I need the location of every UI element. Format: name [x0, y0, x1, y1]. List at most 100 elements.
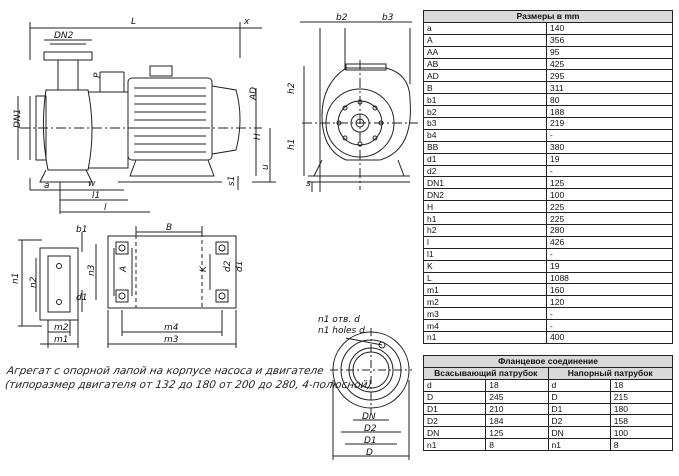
- label-n3: n3: [87, 264, 97, 276]
- dimension-row: l1-: [423, 247, 673, 261]
- dimension-value: 280: [546, 224, 673, 237]
- flange-value: 245: [485, 390, 549, 404]
- side-view: [17, 22, 276, 214]
- dimension-value: 19: [546, 152, 673, 166]
- dimension-row: b4-: [423, 128, 673, 142]
- dimension-name: b1: [423, 93, 547, 107]
- flange-detail: [330, 328, 412, 460]
- flange-value: 125: [485, 426, 549, 440]
- pump-foot-plan: [18, 232, 83, 348]
- flange-param: d: [422, 378, 487, 392]
- flange-value: 100: [609, 426, 674, 440]
- dimension-value: 356: [546, 33, 673, 47]
- dimension-value: 160: [546, 283, 673, 297]
- dimension-value: -: [546, 319, 673, 333]
- dimension-name: h1: [423, 212, 547, 226]
- dimension-value: -: [546, 164, 673, 178]
- dimension-name: B: [423, 81, 547, 95]
- label-h2: h2: [287, 82, 297, 94]
- label-n2: n2: [29, 276, 39, 288]
- dimension-value: 311: [546, 81, 673, 95]
- discharge-header: Напорный патрубок: [547, 366, 673, 380]
- dimension-value: 225: [546, 200, 673, 214]
- dimension-name: AD: [423, 69, 547, 83]
- label-m4: m4: [164, 323, 179, 333]
- label-a: a: [44, 181, 50, 191]
- dimension-value: 125: [546, 176, 673, 190]
- label-D: D: [366, 448, 373, 458]
- label-m1: m1: [54, 335, 69, 345]
- motor-foot-plan: [95, 226, 237, 348]
- dimension-value: -: [546, 307, 673, 321]
- drawing-caption: Агрегат с опорной лапой на корпусе насос…: [4, 364, 372, 392]
- flange-value: 8: [485, 438, 549, 452]
- dimension-value: 219: [546, 117, 673, 130]
- dimension-name: m2: [423, 295, 547, 309]
- label-u: u: [261, 164, 271, 170]
- dimension-name: h2: [423, 224, 547, 237]
- dimension-name: m1: [423, 283, 547, 297]
- flange-value: 18: [609, 378, 674, 392]
- label-n1: n1: [11, 273, 21, 284]
- flange-param: D1: [547, 402, 611, 416]
- dimension-value: 100: [546, 188, 673, 202]
- label-w: w: [88, 179, 96, 189]
- dimension-name: AA: [423, 45, 547, 59]
- label-holes-ru: n1 отв. d: [318, 315, 360, 325]
- label-AD: AD: [249, 87, 259, 101]
- dimension-name: H: [423, 200, 547, 214]
- label-b1: b1: [76, 225, 87, 235]
- dimension-name: A: [423, 33, 547, 47]
- dimension-name: l1: [423, 247, 547, 261]
- dimension-row: d2-: [423, 164, 673, 178]
- label-m2: m2: [54, 323, 69, 333]
- label-l: l: [104, 203, 107, 213]
- label-D1: D1: [364, 436, 377, 446]
- dimension-name: b2: [423, 105, 547, 119]
- label-H: H: [253, 133, 263, 140]
- flange-value: 18: [485, 378, 549, 392]
- dimension-name: m3: [423, 307, 547, 321]
- dimension-name: a: [423, 21, 547, 35]
- flange-value: 215: [609, 390, 674, 404]
- dimension-name: d1: [423, 152, 547, 166]
- flange-param: n1: [422, 438, 487, 452]
- dimension-value: 188: [546, 105, 673, 119]
- label-L: L: [131, 17, 136, 27]
- label-DN: DN: [362, 412, 376, 422]
- label-s: s: [306, 179, 311, 189]
- dimension-value: -: [546, 247, 673, 261]
- label-l1: l1: [92, 191, 100, 201]
- label-d1-left: d1: [76, 293, 87, 303]
- dimension-value: 80: [546, 93, 673, 107]
- flange-value: 184: [485, 414, 549, 428]
- flange-param: DN: [547, 426, 611, 440]
- label-K: K: [199, 265, 209, 272]
- label-DN1: DN1: [13, 109, 23, 128]
- dimension-value: 140: [546, 21, 673, 35]
- flange-param: D2: [547, 414, 611, 428]
- dimension-value: 95: [546, 45, 673, 59]
- dimension-name: BB: [423, 140, 547, 154]
- dimension-name: AB: [423, 57, 547, 71]
- label-B: B: [166, 223, 172, 233]
- dimension-value: 295: [546, 69, 673, 83]
- flange-param: n1: [547, 438, 611, 452]
